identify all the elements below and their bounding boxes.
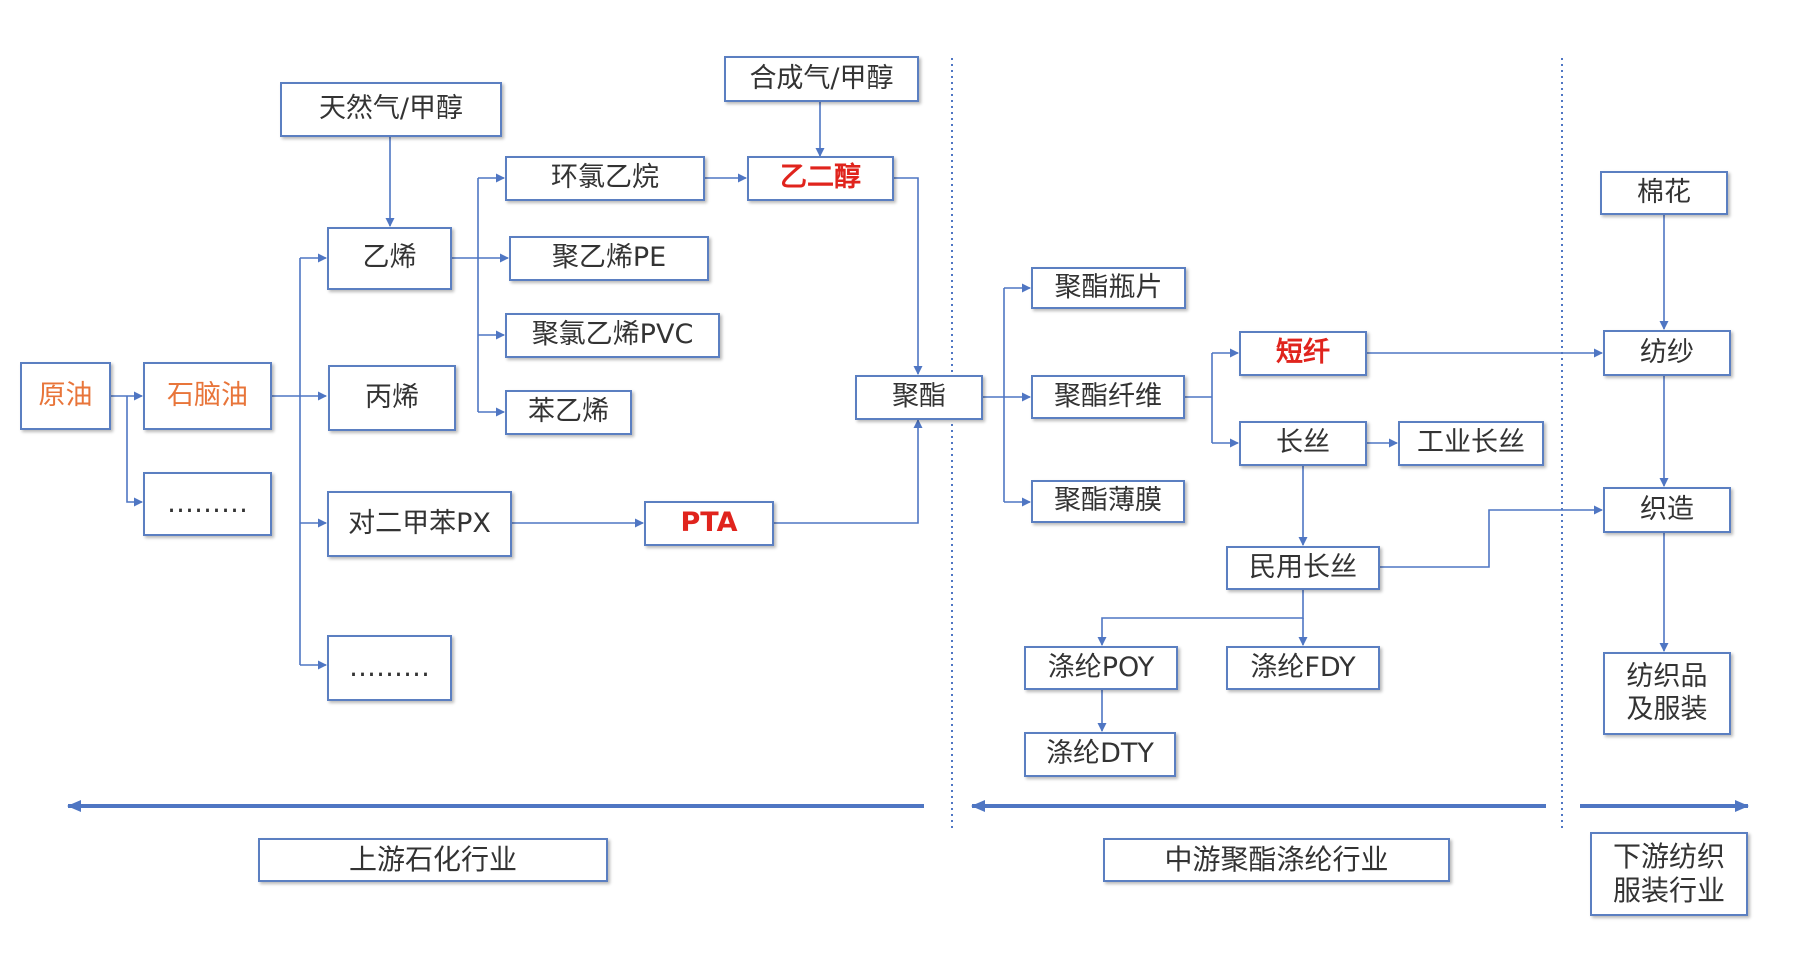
node-dots-1: ……… bbox=[143, 472, 272, 536]
node-textiles-label: 纺织品 及服装 bbox=[1626, 661, 1708, 725]
node-filament: 长丝 bbox=[1239, 421, 1367, 466]
link-meg-polyester bbox=[894, 177, 923, 375]
node-meg: 乙二醇 bbox=[747, 156, 894, 201]
segment-label-upstream: 上游石化行业 bbox=[258, 838, 608, 882]
link-crude-dots bbox=[126, 396, 143, 507]
node-polyester-fiber: 聚酯纤维 bbox=[1031, 375, 1185, 419]
node-industrial-filament: 工业长丝 bbox=[1398, 421, 1544, 466]
link-pta-polyester bbox=[774, 419, 923, 524]
node-poy: 涤纶POY bbox=[1024, 646, 1178, 690]
node-dots-2: ……… bbox=[327, 635, 452, 701]
node-epichlorohydrin: 环氯乙烷 bbox=[505, 156, 705, 201]
node-textiles: 纺织品 及服装 bbox=[1603, 652, 1731, 735]
node-crude-oil: 原油 bbox=[20, 362, 111, 430]
node-polyester-film: 聚酯薄膜 bbox=[1031, 480, 1185, 523]
node-fdy: 涤纶FDY bbox=[1226, 646, 1380, 690]
node-pe: 聚乙烯PE bbox=[509, 236, 709, 281]
node-px: 对二甲苯PX bbox=[327, 491, 512, 557]
node-bottle-chip: 聚酯瓶片 bbox=[1031, 267, 1186, 309]
node-propylene: 丙烯 bbox=[328, 365, 456, 431]
node-staple-fiber: 短纤 bbox=[1239, 331, 1367, 376]
link-civil-split bbox=[1097, 590, 1304, 646]
node-polyester: 聚酯 bbox=[855, 375, 983, 420]
node-dty: 涤纶DTY bbox=[1024, 732, 1176, 777]
node-syngas: 合成气/甲醇 bbox=[724, 56, 919, 102]
node-naphtha: 石脑油 bbox=[143, 362, 272, 430]
node-pta: PTA bbox=[644, 501, 774, 546]
node-styrene: 苯乙烯 bbox=[505, 390, 632, 435]
segment-label-downstream-text: 下游纺织 服装行业 bbox=[1612, 840, 1725, 907]
node-spinning: 纺纱 bbox=[1603, 330, 1731, 376]
node-natural-gas: 天然气/甲醇 bbox=[280, 82, 502, 137]
node-civil-filament: 民用长丝 bbox=[1226, 546, 1380, 590]
node-ethylene: 乙烯 bbox=[327, 227, 452, 290]
link-civil-weaving bbox=[1380, 505, 1603, 568]
segment-label-downstream: 下游纺织 服装行业 bbox=[1590, 832, 1748, 916]
segment-label-midstream: 中游聚酯涤纶行业 bbox=[1103, 838, 1450, 882]
node-cotton: 棉花 bbox=[1600, 171, 1728, 215]
node-weaving: 织造 bbox=[1603, 487, 1731, 533]
node-pvc: 聚氯乙烯PVC bbox=[505, 313, 720, 358]
